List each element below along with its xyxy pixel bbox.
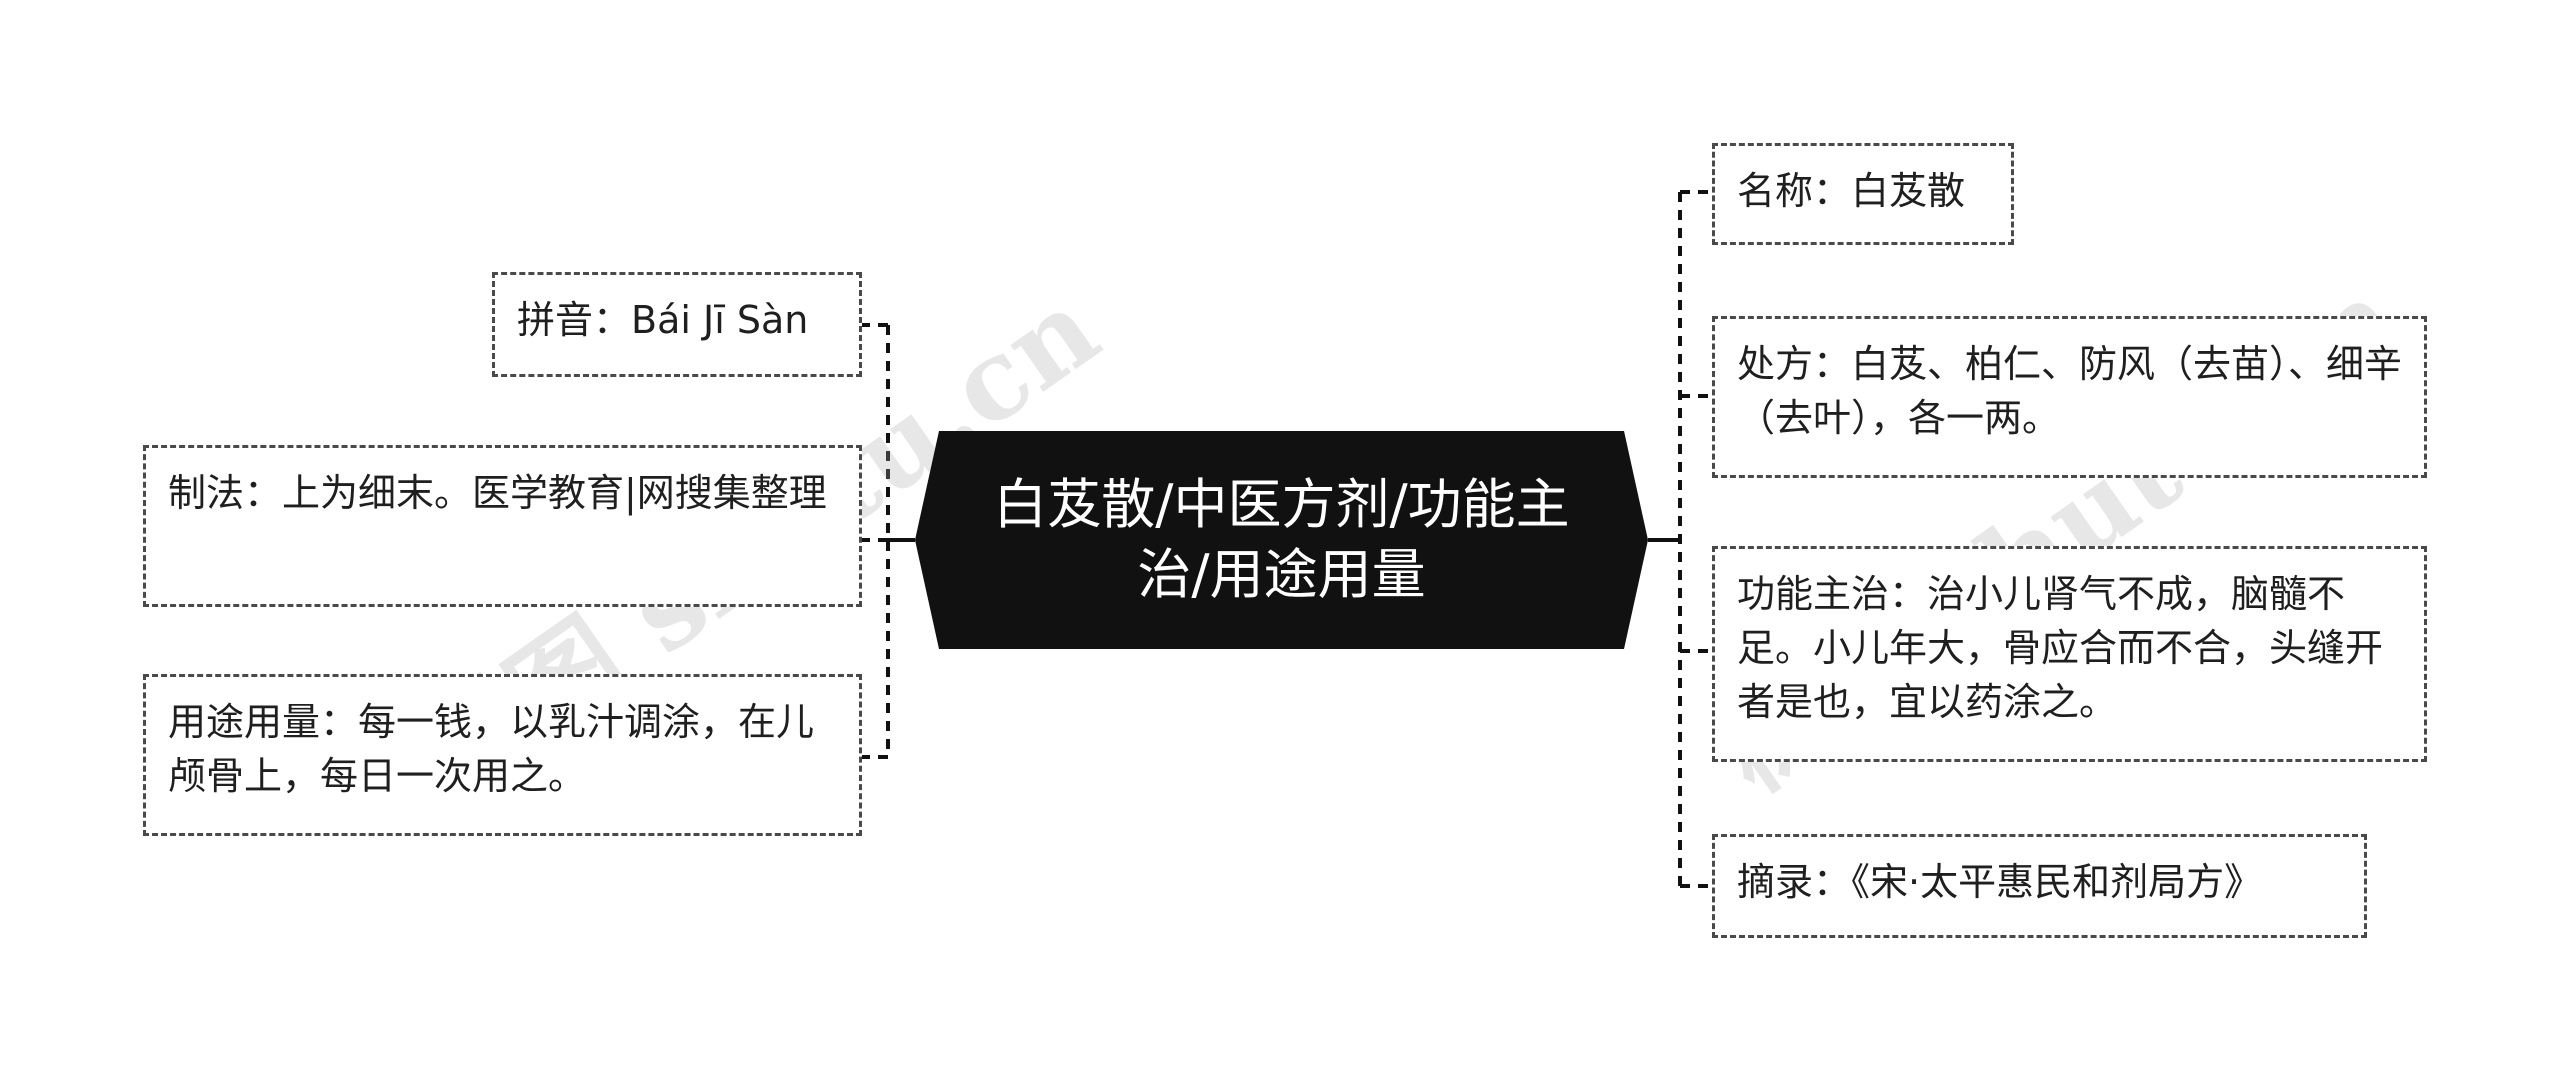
node-zhailu[interactable]: 摘录：《宋·太平惠民和剂局方》 [1712,834,2367,938]
root-node-label: 白芨散/中医方剂/功能主治/用途用量 [993,473,1570,606]
root-node[interactable]: 白芨散/中医方剂/功能主治/用途用量 [915,431,1648,649]
node-gongneng[interactable]: 功能主治：治小儿肾气不成，脑髓不足。小儿年大，骨应合而不合，头缝开者是也，宜以药… [1712,546,2427,762]
node-chufang[interactable]: 处方：白芨、柏仁、防风（去苗）、细辛（去叶），各一两。 [1712,316,2427,478]
node-mingcheng[interactable]: 名称：白芨散 [1712,143,2014,245]
node-yongtu[interactable]: 用途用量：每一钱，以乳汁调涂，在儿颅骨上，每日一次用之。 [143,674,862,836]
node-zhifa[interactable]: 制法：上为细末。医学教育|网搜集整理 [143,445,862,607]
node-pinyin[interactable]: 拼音：Bái Jī Sàn [492,272,862,377]
root-node-shape [915,431,1648,649]
